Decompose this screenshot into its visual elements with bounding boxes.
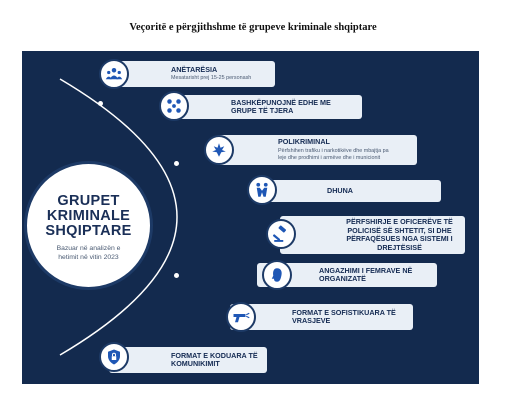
item-coded-communication: FORMAT E KODUARA TË KOMUNIKIMIT [109,347,267,373]
woman-head-icon [262,260,292,290]
item-membership: ANËTARËSIA Mesatarisht prej 15-25 person… [109,61,275,87]
item-title: DHUNA [327,185,353,195]
item-title: FORMAT E KODUARA TË KOMUNIKIMIT [171,350,258,368]
connector-arc [59,78,178,356]
item-cooperation: BASHKËPUNOJNË EDHE ME GRUPE TË TJERA [169,95,362,119]
center-title: GRUPET KRIMINALE SHQIPTARE [45,193,132,239]
item-polycriminal: POLIKRIMINAL Përfshihen trafiku i narkot… [216,135,417,165]
arc-dot [174,161,179,166]
group-people-icon [99,59,129,89]
network-people-icon [159,91,189,121]
shield-lock-icon [99,342,129,372]
infographic-panel: GRUPET KRIMINALE SHQIPTARE Bazuar në ana… [22,51,479,384]
center-circle: GRUPET KRIMINALE SHQIPTARE Bazuar në ana… [24,161,153,290]
document-title: Veçoritë e përgjithshme të grupeve krimi… [129,22,377,33]
arc-dot [98,101,103,106]
item-description: Përfshihen trafiku i narkotikëve dhe mba… [278,147,389,161]
cannabis-gun-icon [204,135,234,165]
item-sophisticated-murders: FORMAT E SOFISTIKUARA TË VRASJEVE [230,304,413,330]
item-title: POLIKRIMINAL [278,137,330,147]
item-title: FORMAT E SOFISTIKUARA TË VRASJEVE [292,307,396,325]
gavel-icon [266,219,296,249]
item-title: BASHKËPUNOJNË EDHE ME GRUPE TË TJERA [231,97,331,115]
gun-icon [226,302,256,332]
center-subtitle: Bazuar në analizën e hetimit në vitin 20… [56,245,121,261]
item-description: Mesatarisht prej 15-25 personash [171,75,252,82]
item-officers-involvement: PËRFSHIRJE E OFICERËVE TË POLICISË SË SH… [280,216,465,254]
item-title: ANËTARËSIA [171,64,218,74]
item-title: ANGAZHIMI I FEMRAVE NË ORGANIZATË [319,265,413,283]
fighting-people-icon [247,175,277,205]
arc-dot [174,273,179,278]
item-violence: DHUNA [265,180,441,202]
item-title: PËRFSHIRJE E OFICERËVE TË POLICISË SË SH… [346,217,453,252]
